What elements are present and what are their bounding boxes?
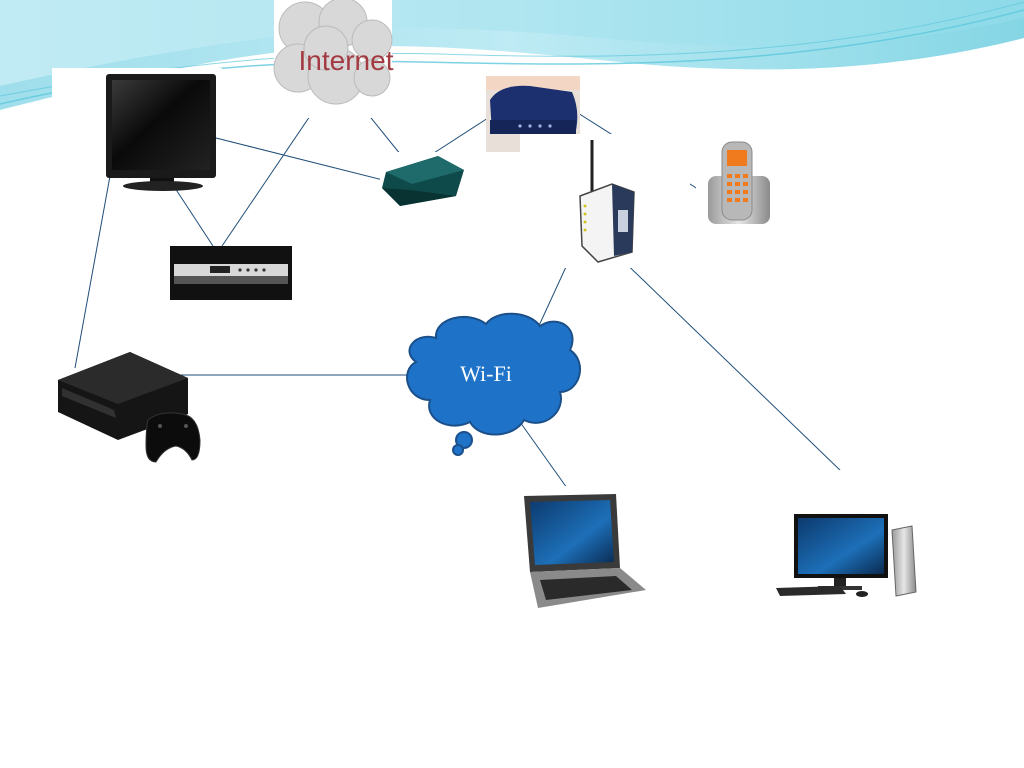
desktop-computer-icon: [760, 470, 930, 640]
tv-icon: [106, 74, 216, 191]
cable-box-icon: [170, 246, 292, 300]
wifi-cloud-bubble-large: [455, 431, 473, 449]
internet-cloud: Internet: [273, 0, 394, 118]
wifi-cloud-bubble-small: [452, 444, 464, 456]
game-console-icon: [58, 352, 201, 463]
link-wifi-laptop: [519, 421, 573, 496]
link-tv-modem: [211, 136, 396, 184]
wifi-label: Wi-Fi: [460, 361, 512, 386]
cable-modem-icon: [380, 152, 472, 218]
wifi-cloud: Wi-Fi: [406, 312, 581, 456]
internet-label: Internet: [299, 45, 394, 76]
link-tv-cablebox: [174, 187, 214, 247]
cordless-phone-icon: [696, 134, 776, 228]
link-tv-console: [74, 175, 111, 369]
internet-cloud-shape: [273, 0, 393, 105]
wifi-cloud-shape: [406, 312, 581, 436]
wireless-router-icon: [520, 134, 690, 268]
laptop-icon: [514, 486, 654, 614]
